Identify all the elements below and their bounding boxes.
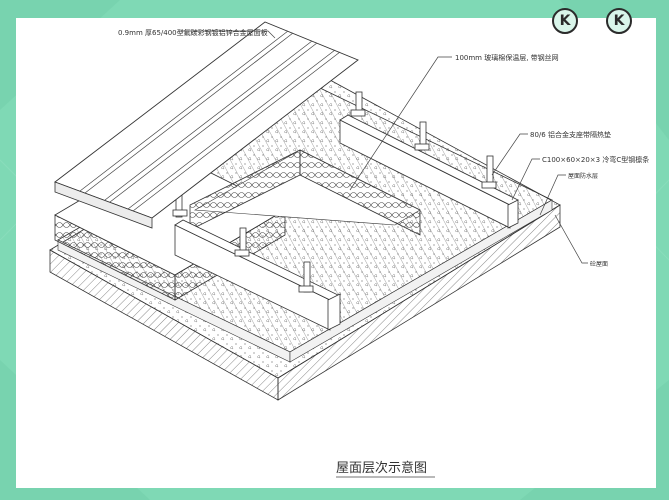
label-membrane: 屋面防水层 bbox=[568, 172, 598, 180]
label-deck: 砼屋面 bbox=[590, 260, 608, 268]
logo-icon: K bbox=[552, 8, 578, 34]
aluminium-brackets bbox=[172, 91, 497, 293]
logo-icon: K bbox=[606, 8, 632, 34]
label-insulation: 100mm 玻璃棉保温层, 带钢丝网 bbox=[455, 53, 559, 62]
label-purlin: C100×60×20×3 冷弯C型钢檩条 bbox=[542, 155, 649, 164]
label-bracket: 80/6 铝合金支座带隔热垫 bbox=[530, 130, 611, 139]
label-sheet: 0.9mm 厚65/400型氟碳彩钢镀铝锌合金屋面板 bbox=[118, 28, 268, 37]
standing-seam-sheet bbox=[54, 21, 359, 229]
leader-lines bbox=[180, 30, 588, 264]
caption: 屋面层次示意图 bbox=[336, 460, 427, 476]
